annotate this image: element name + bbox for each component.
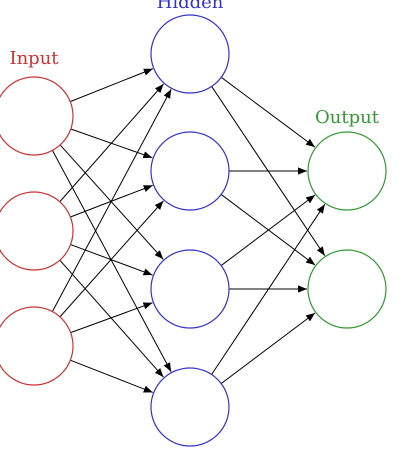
hidden-layer-label: Hidden: [157, 0, 224, 13]
connection-hidden3-output1: [220, 194, 316, 266]
connection-hidden4-output2: [220, 312, 316, 384]
connection-input3-hidden4: [70, 359, 153, 393]
connection-hidden1-output1: [220, 76, 316, 148]
connection-input1-hidden1: [70, 68, 154, 103]
hidden-node-3: [150, 249, 230, 329]
connection-input2-hidden4: [59, 259, 164, 378]
connection-input3-hidden3: [70, 302, 153, 334]
input-node-1: [0, 76, 74, 156]
hidden-node-1: [150, 14, 230, 94]
connection-input2-hidden1: [59, 83, 164, 203]
connection-input2-hidden3: [70, 244, 153, 276]
connection-input1-hidden3: [59, 144, 164, 260]
connection-input3-hidden2: [59, 200, 164, 318]
input-layer-label: Input: [9, 48, 59, 69]
connection-input3-hidden1: [51, 89, 172, 312]
input-node-2: [0, 191, 74, 271]
output-node-1: [307, 131, 387, 211]
connections: [51, 68, 326, 393]
hidden-node-2: [150, 131, 230, 211]
neurons: [0, 14, 387, 447]
hidden-node-4: [150, 367, 230, 447]
output-node-2: [307, 249, 387, 329]
output-layer-label: Output: [315, 107, 380, 128]
connection-hidden4-output1: [211, 204, 326, 375]
input-node-3: [0, 306, 74, 386]
